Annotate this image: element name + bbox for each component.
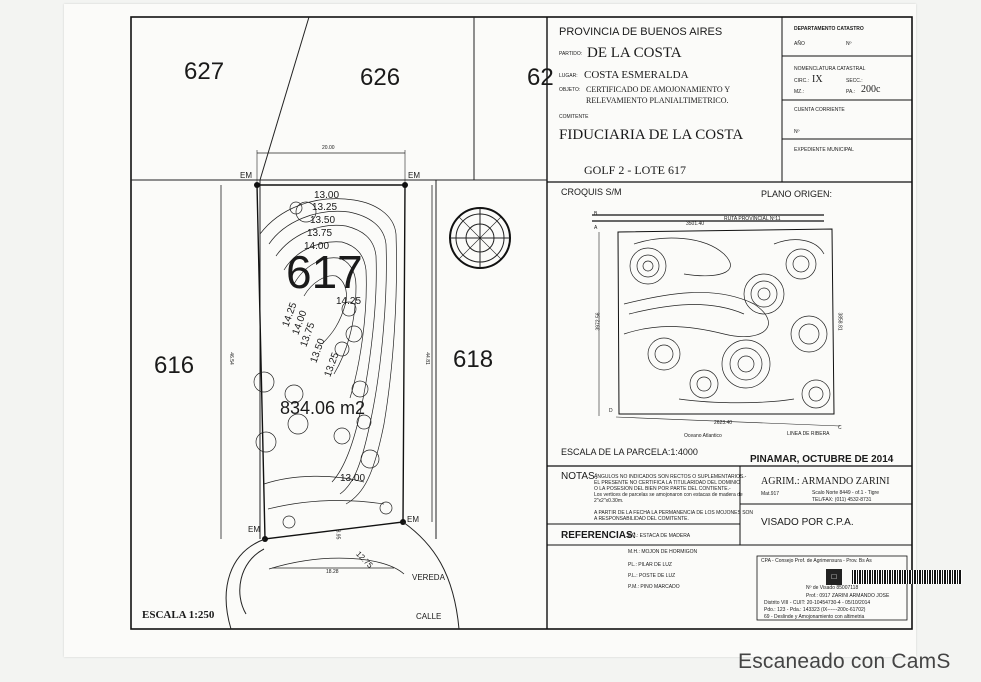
plano-origen: PLANO ORIGEN: <box>761 189 833 199</box>
ref-mh: M.H.: MOJON DE HORMIGON <box>628 549 698 555</box>
croquis-letter-a: A <box>594 225 598 231</box>
comitente-label: COMITENTE <box>559 114 589 120</box>
contour-label: 14.00 <box>304 241 330 252</box>
nota-line: O LA POSESION DEL BIEN POR PARTE DEL CON… <box>594 486 731 492</box>
cpa-prof: Prof.: 0917 ZARINI ARMANDO JOSE <box>806 593 890 599</box>
pa-label: PA.: <box>846 89 856 95</box>
ref-pm: P.M.: PINO MARCADO <box>628 584 680 590</box>
croquis-dim-top: 3501.40 <box>686 221 705 227</box>
comitente: FIDUCIARIA DE LA COSTA <box>559 127 744 143</box>
cuenta-n: Nº <box>794 129 800 135</box>
croquis-letter-c: C <box>838 425 842 431</box>
croquis-ribera: LINEA DE RIBERA <box>787 431 830 437</box>
lot-616-label: 616 <box>154 352 195 379</box>
lot-626-label: 626 <box>360 64 401 91</box>
pa-value: 200c <box>861 84 881 95</box>
ref-pl2: P.L.: POSTE DE LUZ <box>628 573 676 579</box>
expediente: EXPEDIENTE MUNICIPAL <box>794 147 854 153</box>
lot-627-label: 627 <box>184 58 225 85</box>
croquis-ocean: Oceano Atlantico <box>684 433 722 439</box>
croquis-title: CROQUIS S/M <box>561 187 622 197</box>
contour-label: 13.00 <box>340 473 366 484</box>
dim-top-label: 20.00 <box>322 145 335 151</box>
place-date: PINAMAR, OCTUBRE DE 2014 <box>750 454 894 465</box>
plan-drawing <box>130 16 913 630</box>
nota-line: 2"x2"x0.30m. <box>594 498 624 504</box>
notas-label: NOTAS: <box>561 471 598 482</box>
lugar-label: LUGAR: <box>559 73 578 79</box>
agrim-tel: TEL/FAX: (011) 4532-8731 <box>812 497 872 503</box>
dim-bottom-label: 18.28 <box>326 569 339 575</box>
dim-left-label: 46.54 <box>227 352 234 365</box>
croquis-ruta: RUTA PROVINCIAL Nº11 <box>724 216 781 222</box>
lugar: COSTA ESMERALDA <box>584 69 689 81</box>
scanner-watermark: Escaneado con CamS <box>738 650 951 673</box>
secc-label: SECC.: <box>846 78 863 84</box>
croquis-letter-b: B <box>594 211 598 217</box>
agrim-mat: Mat.917 <box>761 491 780 497</box>
cpa-visado-num: Nº de Visado 85007118 <box>806 585 859 591</box>
cpa-pdo: Pdo.: 123 - Pda.: 143323 (IX------200c-6… <box>764 607 866 613</box>
contour-label: 13.25 <box>312 202 338 213</box>
nota-line: ANGULOS NO INDICADOS SON RECTOS O SUPLEM… <box>594 474 747 480</box>
cpa-barcode <box>852 570 962 584</box>
agrim-name: AGRIM.: ARMANDO ZARINI <box>761 476 890 487</box>
croquis-letter-d: D <box>609 408 613 414</box>
contour-label: 13.75 <box>307 228 333 239</box>
contour-label: 14.25 <box>336 296 362 307</box>
nota-line: A RESPONSABILIDAD DEL COMITENTE. <box>594 516 689 522</box>
em-marker-label: EM <box>408 171 420 180</box>
croquis-dim-bottom: 2623.40 <box>714 420 733 426</box>
nota-line: A PARTIR DE LA FECHA LA PERMANENCIA DE L… <box>594 510 754 516</box>
contour-label: 13.00 <box>314 190 340 201</box>
cpa-title: CPA - Consejo Prof. de Agrimensura - Pro… <box>761 558 872 564</box>
ref-em: EM.: ESTACA DE MADERA <box>628 533 691 539</box>
cpa-obj: 69 - Deslinde y Amojonamiento con altime… <box>764 614 865 620</box>
mz-label: MZ.: <box>794 89 804 95</box>
em-marker-label: EM <box>407 515 419 524</box>
contour-label: 13.50 <box>310 215 336 226</box>
cpa-logo: □ <box>826 569 842 585</box>
em-marker-label: EM <box>248 525 260 534</box>
nota-line: Los vertices de parcelas se amojonaron c… <box>594 492 743 498</box>
outer-frame <box>130 16 913 630</box>
dim-right-label: 44.81 <box>423 352 430 365</box>
lot-617-label: 617 <box>286 246 363 298</box>
lot-62x-label: 62 <box>527 64 554 91</box>
vereda-label: VEREDA <box>412 573 445 582</box>
croquis-dim-right: 3858.81 <box>836 312 843 331</box>
province: PROVINCIA DE BUENOS AIRES <box>559 26 723 38</box>
croquis-dim-left: 3972.56 <box>595 312 602 331</box>
lot-618-label: 618 <box>453 346 494 373</box>
partido: DE LA COSTA <box>587 45 682 61</box>
visado: VISADO POR C.P.A. <box>761 517 854 528</box>
survey-plan-sheet: 627 626 62 616 618 617 834.06 m2 20.00 4… <box>64 4 962 657</box>
lot-area: 834.06 m2 <box>280 398 366 418</box>
agrim-addr: Scalo Norte 8449 - of.1 - Tigre <box>812 490 879 496</box>
golf-lote: GOLF 2 - LOTE 617 <box>584 163 686 177</box>
objeto-line: CERTIFICADO DE AMOJONAMIENTO Y <box>586 85 731 94</box>
circ-label: CIRC.: <box>794 78 809 84</box>
cpa-distrito: Distrito VIII - CUIT: 20-10454730-4 - 05… <box>764 600 871 606</box>
dept-catastro: DEPARTAMENTO CATASTRO <box>794 26 864 32</box>
calle-label: CALLE <box>416 612 442 621</box>
circ-value: IX <box>812 74 823 85</box>
ref-pl1: PL.: PILAR DE LUZ <box>628 562 672 568</box>
scale-main: ESCALA 1:250 <box>142 609 215 621</box>
nota-line: EL PRESENTE NO CERTIFICA LA TITULARIDAD … <box>594 480 741 486</box>
objeto-label: OBJETO: <box>559 87 581 93</box>
parcel-scale: ESCALA DE LA PARCELA:1:4000 <box>561 447 698 457</box>
nomenclatura: NOMENCLATURA CATASTRAL <box>794 66 866 72</box>
lot-line-627-626 <box>259 16 310 181</box>
num: Nº <box>846 41 852 47</box>
referencias-label: REFERENCIAS: <box>561 530 637 541</box>
partido-label: PARTIDO: <box>559 51 583 57</box>
anio: AÑO <box>794 41 805 47</box>
cuenta: CUENTA CORRIENTE <box>794 107 845 113</box>
em-marker-label: EM <box>240 171 252 180</box>
dim-small-label: 8.95 <box>334 529 341 540</box>
objeto-line: RELEVAMIENTO PLANIALTIMETRICO. <box>586 96 729 105</box>
